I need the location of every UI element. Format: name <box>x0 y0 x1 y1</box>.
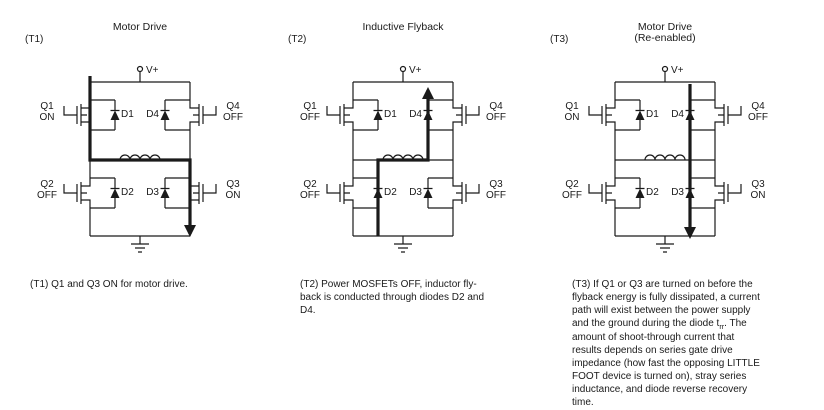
q3-label: Q3 <box>489 179 503 190</box>
mosfet-q4 <box>452 99 480 131</box>
mosfet-q3 <box>452 177 480 209</box>
mosfet-q1 <box>326 99 354 131</box>
q2-state: OFF <box>300 190 320 201</box>
q4-label: Q4 <box>751 101 765 112</box>
circuit-t2: Inductive Flyback (T2) V+ Q1 OFF Q4 OFF … <box>288 21 506 253</box>
d4-label: D4 <box>146 109 159 120</box>
q3-label: Q3 <box>751 179 765 190</box>
vplus-label: V+ <box>671 65 684 76</box>
diode-d2 <box>109 177 121 209</box>
circuit-t1: Motor Drive (T1) V+ Q1 ON Q4 OFF Q2 OFF … <box>25 21 243 253</box>
time-label: (T3) <box>550 34 568 45</box>
d3-label: D3 <box>146 187 159 198</box>
caption-t3-post: . The amount of shoot-through current th… <box>572 318 760 409</box>
q3-label: Q3 <box>226 179 240 190</box>
q2-state: OFF <box>37 190 57 201</box>
d2-label: D2 <box>646 187 659 198</box>
d4-label: D4 <box>409 109 422 120</box>
d3-label: D3 <box>671 187 684 198</box>
diode-d1 <box>109 99 121 131</box>
q4-state: OFF <box>486 112 506 123</box>
motor-inductor <box>644 154 686 161</box>
diode-d1 <box>372 99 384 131</box>
time-label: (T1) <box>25 34 43 45</box>
d1-label: D1 <box>646 109 659 120</box>
time-label: (T2) <box>288 34 306 45</box>
circuit-title-line1: Inductive Flyback <box>362 21 444 33</box>
q4-state: OFF <box>223 112 243 123</box>
caption-t1: (T1) Q1 and Q3 ON for motor drive. <box>30 279 188 290</box>
vplus-label: V+ <box>409 65 422 76</box>
diode-d2 <box>634 177 646 209</box>
q1-label: Q1 <box>303 101 317 112</box>
mosfet-q1 <box>63 99 91 131</box>
q2-state: OFF <box>562 190 582 201</box>
diode-d3 <box>159 177 171 209</box>
q1-state: ON <box>565 112 580 123</box>
mosfet-q3 <box>189 177 217 209</box>
caption-t3: (T3) If Q1 or Q3 are turned on before th… <box>572 278 800 409</box>
vplus-terminal <box>661 65 669 73</box>
diode-d4 <box>159 99 171 131</box>
circuit-title-line2: (Re-enabled) <box>634 32 695 44</box>
q1-state: ON <box>40 112 55 123</box>
q1-state: OFF <box>300 112 320 123</box>
q2-label: Q2 <box>565 179 579 190</box>
current-flow-arrow <box>88 76 196 237</box>
caption-t3-pre: (T3) If Q1 or Q3 are turned on before th… <box>572 279 760 329</box>
q2-label: Q2 <box>40 179 54 190</box>
mosfet-q4 <box>189 99 217 131</box>
diode-d1 <box>634 99 646 131</box>
d1-label: D1 <box>121 109 134 120</box>
mosfet-q3 <box>714 177 742 209</box>
circuit-t3: Motor Drive (Re-enabled) (T3) V+ Q1 ON Q… <box>550 21 768 253</box>
q1-label: Q1 <box>40 101 54 112</box>
diode-d3 <box>422 177 434 209</box>
d1-label: D1 <box>384 109 397 120</box>
q3-state: ON <box>751 190 766 201</box>
d4-label: D4 <box>671 109 684 120</box>
vplus-terminal <box>136 65 144 73</box>
circuit-wiring <box>614 71 716 253</box>
q4-state: OFF <box>748 112 768 123</box>
q3-state: ON <box>226 190 241 201</box>
mosfet-q2 <box>63 177 91 209</box>
mosfet-q1 <box>588 99 616 131</box>
schematic-canvas: Motor Drive (T1) V+ Q1 ON Q4 OFF Q2 OFF … <box>25 21 768 253</box>
circuit-title-line1: Motor Drive <box>113 21 167 33</box>
d2-label: D2 <box>121 187 134 198</box>
q1-label: Q1 <box>565 101 579 112</box>
vplus-label: V+ <box>146 65 159 76</box>
caption-t3-trr-subscript: rr <box>719 322 725 331</box>
current-flow-arrow <box>376 87 434 236</box>
q3-state: OFF <box>486 190 506 201</box>
circuit-wiring <box>352 71 454 253</box>
q4-label: Q4 <box>226 101 240 112</box>
mosfet-q2 <box>588 177 616 209</box>
caption-t2: (T2) Power MOSFETs OFF, inductor fly- ba… <box>300 279 485 316</box>
mosfet-q2 <box>326 177 354 209</box>
vplus-terminal <box>399 65 407 73</box>
d2-label: D2 <box>384 187 397 198</box>
q4-label: Q4 <box>489 101 503 112</box>
circuit-wiring <box>89 71 191 253</box>
q2-label: Q2 <box>303 179 317 190</box>
mosfet-q4 <box>714 99 742 131</box>
circuit-title-line1: Motor Drive <box>638 21 692 33</box>
d3-label: D3 <box>409 187 422 198</box>
